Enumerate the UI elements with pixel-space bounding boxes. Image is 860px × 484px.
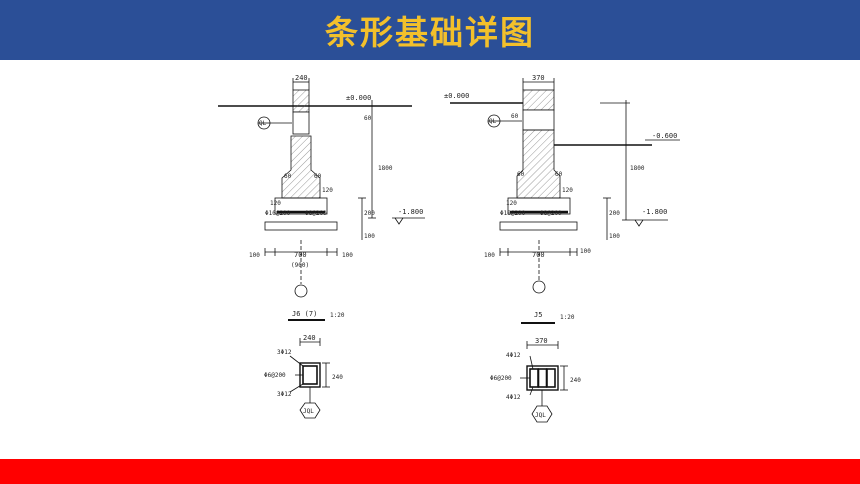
jql-tag-icon	[299, 402, 321, 419]
j6-bottom-level: -1.800	[398, 208, 423, 216]
sec1-tag: JQL	[303, 408, 314, 415]
axis-circle	[294, 284, 308, 298]
j5-dim-200: 200	[609, 210, 620, 217]
j6-dim-100: 100	[364, 233, 375, 240]
sec2-tag: JQL	[535, 412, 546, 419]
sec2-height: 240	[570, 377, 581, 384]
sec1-height: 240	[332, 374, 343, 381]
j5-right-level: -0.600	[652, 132, 677, 140]
foundation-j5	[450, 78, 680, 324]
j5-marker-text: QL	[489, 118, 497, 125]
page-title: 条形基础详图	[325, 13, 535, 52]
j6-scale: 1:20	[330, 312, 345, 319]
j6-step-right: 120	[322, 187, 333, 194]
sec1-top-bars: 3Φ12	[277, 349, 292, 356]
j6-dim-60: 60	[364, 115, 372, 122]
j6-offset-right: 60	[314, 173, 322, 180]
j6-dim-200: 200	[364, 210, 375, 217]
j5-step-left: 120	[506, 200, 517, 207]
j5-scale: 1:20	[560, 314, 575, 321]
j6-rebar-left: Φ10@200	[265, 210, 291, 217]
j6-step-left: 120	[270, 200, 281, 207]
j5-depth: 1800	[630, 165, 645, 172]
j6-base-width: 700	[294, 251, 307, 259]
j5-dim-100: 100	[609, 233, 620, 240]
jql-tag-icon	[531, 405, 553, 423]
j5-dim-60: 60	[511, 113, 519, 120]
sec2-top-bars: 4Φ12	[506, 352, 521, 359]
footer-bar	[0, 459, 860, 484]
footing-slab	[274, 197, 328, 215]
sec1-bottom-bars: 3Φ12	[277, 391, 292, 398]
j5-offset-left: 60	[517, 171, 525, 178]
j5-level-zero: ±0.000	[444, 92, 469, 100]
j6-offset-left: 60	[284, 173, 292, 180]
j6-top-width: 240	[295, 74, 308, 82]
j6-base-width-alt: (900)	[291, 262, 309, 269]
wall-section	[292, 89, 310, 113]
sec1-width: 240	[303, 334, 316, 342]
j5-label: J5	[534, 311, 542, 319]
sec2-bottom-bars: 4Φ12	[506, 394, 521, 401]
j5-bottom-level: -1.800	[642, 208, 667, 216]
j6-level-zero: ±0.000	[346, 94, 371, 102]
j5-edge-left: 100	[484, 252, 495, 259]
sec2-width: 370	[535, 337, 548, 345]
j6-label: J6 (7)	[292, 310, 317, 318]
footing-stem	[516, 129, 561, 199]
j5-step-right: 120	[562, 187, 573, 194]
header-bar	[0, 0, 860, 60]
j6-marker-text: QL	[259, 120, 267, 127]
cushion-layer	[264, 221, 338, 231]
sec1-stirrup: Φ6@200	[264, 372, 286, 379]
section-jql-370	[520, 341, 568, 423]
j5-offset-right: 60	[555, 171, 563, 178]
footing-stem	[281, 135, 321, 199]
j5-edge-right: 100	[580, 248, 591, 255]
j5-rebar-left: Φ10@200	[500, 210, 526, 217]
sec2-stirrup: Φ6@200	[490, 375, 512, 382]
j6-rebar-right: Φ8@200	[305, 210, 327, 217]
j6-edge-right: 100	[342, 252, 353, 259]
j5-rebar-right: Φ8@200	[540, 210, 562, 217]
section-jql-240	[289, 338, 330, 419]
j5-base-width: 700	[532, 251, 545, 259]
j6-edge-left: 100	[249, 252, 260, 259]
j5-top-width: 370	[532, 74, 545, 82]
foundation-j6	[218, 78, 425, 321]
j6-depth: 1800	[378, 165, 393, 172]
